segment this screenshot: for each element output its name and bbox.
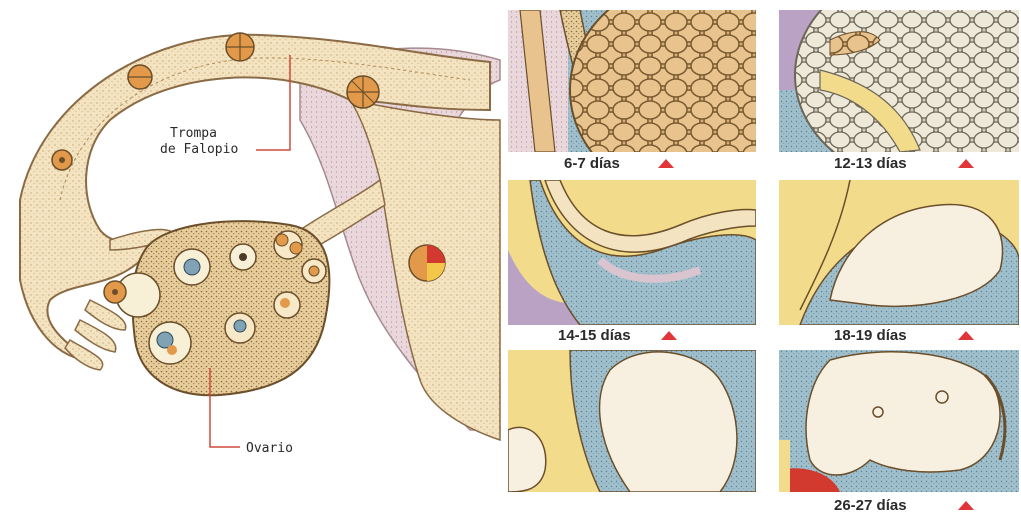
caption-arrow-icon [661, 331, 677, 340]
caption-arrow-icon [958, 159, 974, 168]
reproductive-anatomy-illustration: Trompa de Falopio Ovario [20, 33, 500, 456]
label-ovario: Ovario [246, 441, 293, 456]
panel-12-13-days: 12-13 días [779, 0, 1021, 185]
caption-14-15-days: 14-15 días [558, 327, 631, 344]
caption-26-27-days: 26-27 días [834, 497, 907, 514]
label-trompa: Trompa [170, 126, 217, 141]
panel-14-15-days: 14-15 días [508, 180, 756, 344]
panel-18-19-days: 18-19 días [779, 180, 1019, 344]
caption-6-7-days: 6-7 días [564, 155, 620, 172]
caption-arrow-icon [958, 501, 974, 510]
panel-26-27-days: 26-27 días [779, 350, 1019, 514]
panel-week-4 [508, 350, 756, 492]
caption-arrow-icon [658, 159, 674, 168]
caption-arrow-icon [958, 331, 974, 340]
label-de-falopio: de Falopio [160, 142, 238, 157]
caption-18-19-days: 18-19 días [834, 327, 907, 344]
caption-12-13-days: 12-13 días [834, 155, 907, 172]
